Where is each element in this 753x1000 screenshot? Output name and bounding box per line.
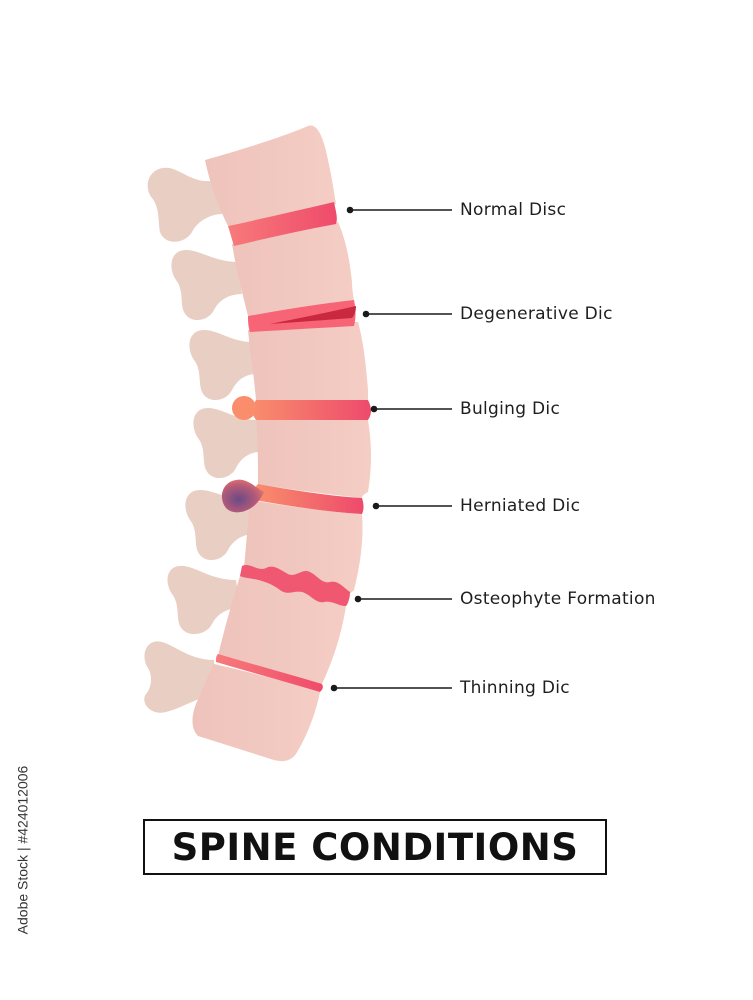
disc-osteophyte (240, 565, 350, 606)
disc-herniated (253, 484, 364, 514)
vertebra-6 (218, 576, 346, 684)
process-2 (171, 250, 242, 321)
leader-lines (330, 206, 452, 692)
label-thinning-disc: Thinning Dic (460, 678, 570, 698)
label-osteophyte-formation: Osteophyte Formation (460, 589, 656, 609)
process-3 (189, 330, 256, 401)
label-herniated-disc: Herniated Dic (460, 496, 581, 516)
vertebra-1 (205, 125, 336, 226)
disc-bulge (232, 396, 256, 420)
disc-degenerative-crack (270, 306, 356, 324)
disc-herniation (221, 479, 264, 513)
disc-bulging (250, 400, 371, 420)
process-7 (144, 641, 216, 713)
disc-thinning (216, 654, 323, 692)
stock-id-watermark: Adobe Stock | #424012006 (2, 766, 42, 935)
title-box: SPINE CONDITIONS (143, 819, 607, 875)
label-bulging-disc: Bulging Dic (460, 399, 561, 419)
discs (216, 202, 371, 692)
label-degenerative-disc: Degenerative Dic (460, 304, 613, 324)
stock-id-text: Adobe Stock | #424012006 (14, 765, 31, 935)
disc-degenerative (248, 300, 356, 332)
vertebra-3 (248, 322, 368, 402)
label-normal-disc: Normal Disc (460, 200, 567, 220)
process-4 (193, 408, 260, 479)
process-6 (167, 565, 240, 635)
vertebra-7 (192, 664, 320, 762)
page-title: SPINE CONDITIONS (171, 825, 579, 869)
disc-normal (228, 202, 337, 246)
process-1 (147, 167, 222, 242)
vertebra-2 (232, 222, 354, 316)
vertebra-4 (256, 420, 371, 498)
